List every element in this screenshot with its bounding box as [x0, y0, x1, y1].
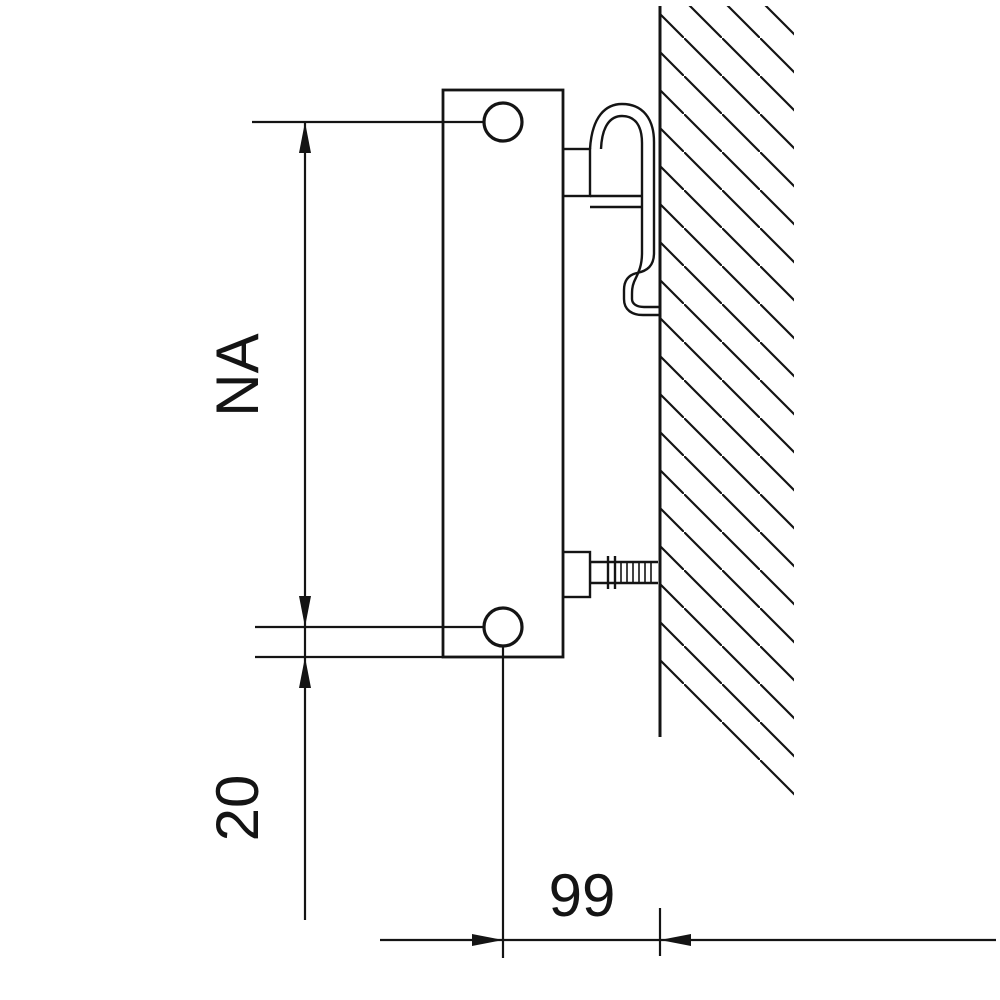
arrowhead-left-icon	[660, 934, 691, 946]
dimension-lower-offset: 20	[204, 655, 443, 842]
bolt-thread-ticks	[620, 563, 652, 582]
wall-distance-label: 99	[549, 862, 616, 929]
lower-offset-label: 20	[204, 775, 271, 842]
radiator-hanger-tab	[561, 147, 592, 198]
radiator-outline	[441, 88, 565, 659]
top-mounting-bracket	[561, 102, 661, 317]
bracket-outer-profile	[588, 102, 661, 317]
dimension-hub-distance: NA	[204, 120, 484, 920]
bottom-fixing-bolt	[561, 550, 658, 599]
wall-hatching	[660, 6, 794, 798]
bottom-hub-connection	[482, 606, 524, 648]
radiator-body	[441, 88, 565, 659]
arrowhead-up-icon	[299, 122, 311, 153]
lower-bracket-tab	[561, 550, 592, 599]
arrowhead-down-icon	[299, 596, 311, 627]
dimension-wall-distance: 99	[380, 646, 996, 958]
wall	[658, 6, 794, 798]
bracket-inner-profile	[599, 114, 661, 309]
top-hub-connection	[482, 101, 524, 143]
arrowhead-up-icon	[299, 657, 311, 688]
hub-distance-label: NA	[204, 333, 271, 416]
arrowhead-right-icon	[472, 934, 503, 946]
